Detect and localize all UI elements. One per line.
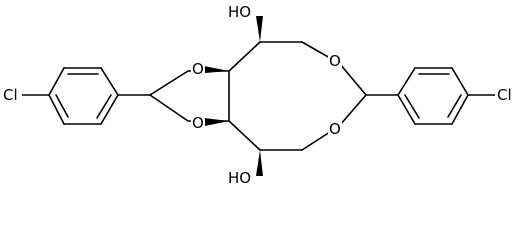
wedge-bottom-oh [256, 150, 263, 176]
wedge-top-oh [256, 16, 263, 42]
atom-label-o-ring-bottom: O [329, 120, 341, 138]
atom-label-oh-top: HO [228, 3, 251, 21]
chemical-structure-diagram: HO HO O O O O Cl Cl [3, 3, 512, 187]
wedge-dioxolane-top [204, 66, 229, 73]
dioxolane-ring [149, 70, 230, 122]
atom-label-o-dioxolane-top: O [192, 60, 204, 78]
right-chlorophenyl-ring [397, 67, 469, 125]
left-chlorophenyl-ring [48, 67, 119, 125]
atom-label-cl-right: Cl [497, 86, 512, 104]
atom-label-o-ring-top: O [329, 52, 341, 70]
atom-label-oh-bottom: HO [228, 169, 251, 187]
atom-label-o-dioxolane-bottom: O [192, 114, 204, 132]
dioxocane-ring [228, 41, 367, 151]
atom-label-cl-left: Cl [3, 86, 18, 104]
wedge-dioxolane-bottom [204, 118, 229, 126]
